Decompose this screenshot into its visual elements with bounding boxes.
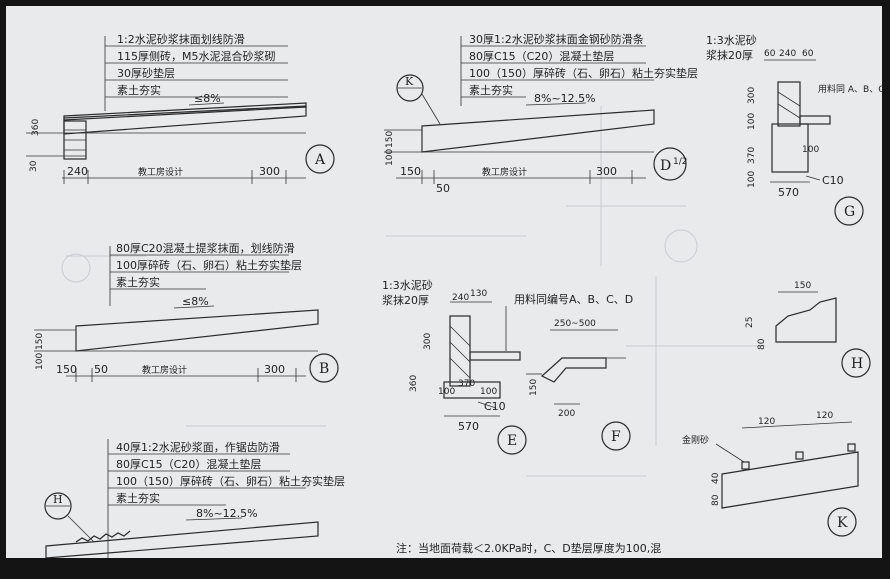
slope-b: ≤8%: [182, 295, 209, 308]
marker-h: H: [53, 493, 63, 506]
dim-f-200: 200: [558, 409, 575, 419]
dim-e-130: 130: [470, 289, 487, 299]
label-e: E: [507, 433, 517, 449]
detail-b: 80厚C20混凝土提浆抹面，划线防滑 100厚碎砖（石、卵石）粘土夯实垫层 素土…: [34, 241, 339, 383]
detail-h: 150 25 80 H: [745, 281, 871, 378]
label-k: K: [837, 515, 848, 531]
dim-d-150: 150: [385, 131, 395, 148]
dim-k-120a: 120: [758, 417, 775, 427]
dim-g-370: 370: [747, 147, 757, 164]
dim-d-design: 教工房设计: [482, 166, 527, 178]
slope-d: 8%~12.5%: [534, 92, 596, 105]
drawing-sheet: 1:2水泥砂浆抹面划线防滑 115厚侧砖，M5水泥混合砂浆砌 30厚砂垫层 素土…: [6, 6, 882, 558]
marker-k: K: [405, 75, 414, 88]
note-a-3: 30厚砂垫层: [117, 66, 175, 80]
dim-g-100c: 100: [802, 145, 819, 155]
label-d-sub: 1/2: [673, 157, 687, 167]
note-b-3: 素土夯实: [116, 275, 160, 289]
dim-g-100a: 100: [747, 113, 757, 130]
note-a-2: 115厚侧砖，M5水泥混合砂浆砌: [117, 49, 275, 63]
label-h: H: [851, 356, 863, 372]
label-a: A: [314, 152, 326, 168]
note-bottom-1: 40厚1:2水泥砂浆面，作锯齿防滑: [116, 440, 280, 454]
note-b-1: 80厚C20混凝土提浆抹面，划线防滑: [116, 241, 295, 255]
dim-h-150: 150: [794, 281, 811, 291]
detail-f: 250~500 150 200 F: [526, 319, 631, 451]
detail-d: 30厚1:2水泥砂浆抹面金钢砂防滑条 80厚C15（C20）混凝土垫层 100（…: [384, 32, 698, 195]
detail-e: 1:3水泥砂 浆抹20厚 用料同编号A、B、C、D 240 130 300 36…: [382, 279, 633, 455]
label-f: F: [611, 429, 621, 445]
dim-d-100: 100: [385, 149, 395, 166]
dim-g-100b: 100: [747, 171, 757, 188]
note-a-4: 素土夯实: [117, 83, 161, 97]
dim-b-100: 100: [35, 353, 45, 370]
note-d-1: 30厚1:2水泥砂浆抹面金钢砂防滑条: [469, 32, 644, 46]
note-d-2: 80厚C15（C20）混凝土垫层: [469, 49, 614, 63]
dim-h-80: 80: [757, 338, 767, 350]
part-g: C10: [822, 174, 844, 187]
dim-g-60b: 60: [802, 49, 814, 59]
note-e-3: 用料同编号A、B、C、D: [514, 292, 633, 306]
note-d-3: 100（150）厚碎砖（石、卵石）粘土夯实垫层: [469, 66, 698, 80]
dim-g-240: 240: [779, 49, 796, 59]
label-b: B: [319, 361, 329, 377]
dim-a-300: 300: [259, 165, 280, 178]
dim-e-240: 240: [452, 293, 469, 303]
dim-e-570: 570: [458, 420, 479, 433]
dim-a-30: 30: [29, 160, 39, 172]
dim-f-range: 250~500: [554, 319, 596, 329]
part-e: C10: [484, 400, 506, 413]
dim-a-360: 360: [31, 119, 41, 136]
dim-e-370: 370: [458, 379, 475, 389]
dim-d-150h: 150: [400, 165, 421, 178]
dim-a-240: 240: [67, 165, 88, 178]
dim-k-120b: 120: [816, 411, 833, 421]
dim-d-50: 50: [436, 182, 450, 195]
detail-bottom: 40厚1:2水泥砂浆面，作锯齿防滑 80厚C15（C20）混凝土垫层 100（1…: [44, 439, 345, 558]
dim-g-300: 300: [747, 87, 757, 104]
dim-b-150h: 150: [56, 363, 77, 376]
label-g: G: [844, 204, 855, 220]
detail-k: 金刚砂 120 120 40 80 K: [682, 411, 859, 537]
dim-e-300: 300: [423, 333, 433, 350]
note-e-1: 1:3水泥砂: [382, 279, 433, 292]
note-k-1: 金刚砂: [682, 434, 709, 446]
note-e-2: 浆抹20厚: [382, 293, 429, 307]
detail-g: 1:3水泥砂 浆抹20厚 60 240 60 用料同 A、B、C、D 300 1…: [706, 34, 882, 226]
footnote: 注：当地面荷载＜2.0KPa时，C、D垫层厚度为100,混: [396, 541, 661, 555]
note-b-2: 100厚碎砖（石、卵石）粘土夯实垫层: [116, 258, 302, 272]
slope-bottom: 8%~12.5%: [196, 507, 258, 520]
dim-b-design: 教工房设计: [142, 364, 187, 376]
note-g-1: 1:3水泥砂: [706, 34, 757, 47]
note-g-2: 浆抹20厚: [706, 48, 753, 62]
dim-e-100a: 100: [438, 387, 455, 397]
dim-b-50: 50: [94, 363, 108, 376]
slope-a: ≤8%: [194, 92, 221, 105]
dim-a-design: 教工房设计: [138, 166, 183, 178]
note-d-4: 素土夯实: [469, 83, 513, 97]
label-d: D: [660, 158, 671, 174]
dim-g-60a: 60: [764, 49, 776, 59]
detail-drawing: 1:2水泥砂浆抹面划线防滑 115厚侧砖，M5水泥混合砂浆砌 30厚砂垫层 素土…: [26, 32, 882, 558]
dim-k-40: 40: [711, 472, 721, 484]
dim-e-100b: 100: [480, 387, 497, 397]
note-g-3: 用料同 A、B、C、D: [818, 83, 882, 95]
dim-e-360: 360: [409, 375, 419, 392]
note-bottom-2: 80厚C15（C20）混凝土垫层: [116, 457, 261, 471]
dim-h-25: 25: [745, 317, 755, 328]
dim-k-80: 80: [711, 494, 721, 506]
dim-f-150: 150: [529, 379, 539, 396]
note-a-1: 1:2水泥砂浆抹面划线防滑: [117, 32, 245, 46]
note-bottom-4: 素土夯实: [116, 491, 160, 505]
note-bottom-3: 100（150）厚碎砖（石、卵石）粘土夯实垫层: [116, 474, 345, 488]
dim-d-300: 300: [596, 165, 617, 178]
detail-a: 1:2水泥砂浆抹面划线防滑 115厚侧砖，M5水泥混合砂浆砌 30厚砂垫层 素土…: [26, 32, 335, 184]
dim-g-570: 570: [778, 186, 799, 199]
background-bleed: [61, 106, 766, 477]
dim-b-150: 150: [35, 333, 45, 350]
dim-b-300: 300: [264, 363, 285, 376]
